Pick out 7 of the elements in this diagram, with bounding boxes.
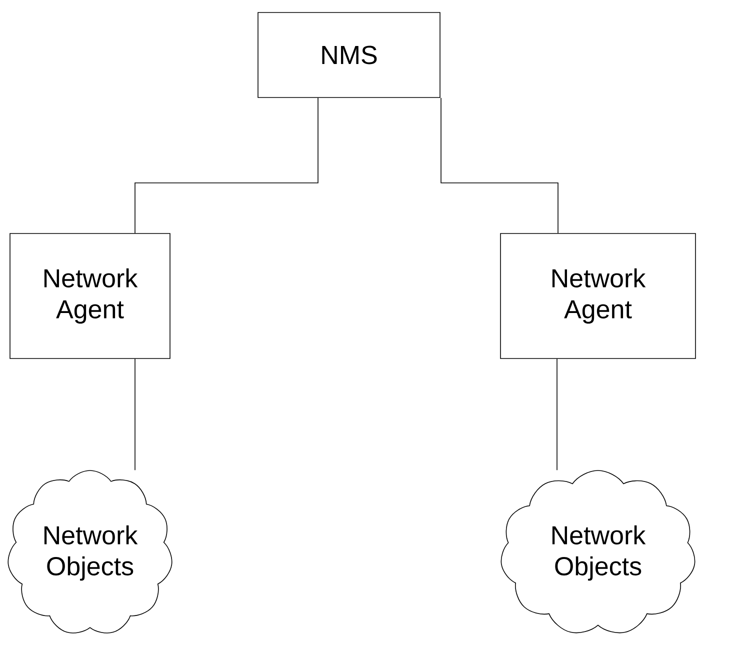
connector-line (134, 358, 136, 470)
process-box: Network Agent (10, 233, 170, 359)
connector-line (440, 98, 558, 234)
process-box: Network Agent (500, 233, 696, 359)
connector-line (134, 98, 318, 234)
process-box: NMS (258, 12, 440, 98)
connector-line (556, 358, 558, 470)
